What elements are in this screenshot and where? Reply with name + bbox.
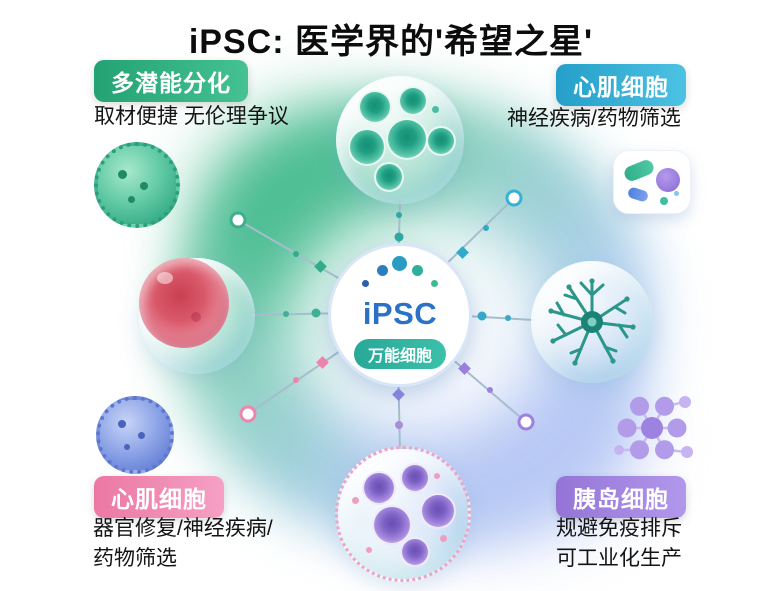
blue-organelle-dot xyxy=(674,191,679,196)
pink-speck xyxy=(366,547,372,553)
ipsc-hub-circle: iPSC 万能细胞 xyxy=(328,243,472,387)
desc-line-1: 器官修复/神经疾病/ xyxy=(93,517,273,540)
red-blood-cell-icon xyxy=(139,258,255,374)
spiky-blue-cell-icon xyxy=(96,396,174,474)
purple-cell xyxy=(400,537,430,567)
badge-cardiomyocyte-bottom: 心肌细胞 xyxy=(94,476,224,518)
teal-cell xyxy=(374,162,404,192)
cell-texture-dot xyxy=(128,196,135,203)
molecule-atoms xyxy=(614,396,693,460)
teal-cell xyxy=(358,90,392,124)
connector-end-rings xyxy=(229,189,535,431)
desc-islet-cell: 规避免疫排斥 可工业化生产 xyxy=(556,514,682,574)
badge-islet-cell: 胰岛细胞 xyxy=(556,476,686,518)
cell-texture-dot xyxy=(191,312,201,322)
purple-organelle xyxy=(656,168,680,192)
neuron-icon xyxy=(531,261,653,383)
red-cell-body xyxy=(139,258,229,348)
hub-arc-dot xyxy=(392,256,407,271)
hub-arc-dot xyxy=(377,265,388,276)
purple-cell xyxy=(362,471,396,505)
purple-cell xyxy=(372,505,412,545)
cell-texture-dot xyxy=(124,444,130,450)
purple-cell xyxy=(400,463,430,493)
teal-organelle-dot xyxy=(660,197,668,205)
molecule-cluster-icon xyxy=(614,396,693,460)
teal-speck xyxy=(432,106,439,113)
stem-cell-cluster-icon xyxy=(336,76,464,204)
pink-speck xyxy=(434,473,440,479)
spiky-green-cell-icon xyxy=(94,142,180,228)
cell-texture-dot xyxy=(138,432,145,439)
hub-subtitle-pill: 万能细胞 xyxy=(353,339,447,369)
badge-cardiomyocyte-top: 心肌细胞 xyxy=(556,64,686,106)
green-organelle xyxy=(622,157,656,184)
desc-pluripotent-differentiation: 取材便捷 无伦理争议 xyxy=(94,105,289,128)
cell-texture-dot xyxy=(118,170,127,179)
desc-cardiomyocyte-bottom: 器官修复/神经疾病/ 药物筛选 xyxy=(93,514,273,574)
purple-cell xyxy=(420,493,456,529)
purple-cell-cluster-icon xyxy=(335,446,471,582)
teal-cell xyxy=(426,126,456,156)
teal-cell xyxy=(398,86,428,116)
cell-highlight xyxy=(157,272,173,284)
hub-arc-dot xyxy=(412,265,423,276)
hub-title: iPSC xyxy=(362,296,438,331)
pink-speck xyxy=(352,497,359,504)
desc-cardiomyocyte-top: 神经疾病/药物筛选 xyxy=(507,107,681,130)
desc-line-2: 药物筛选 xyxy=(93,547,177,570)
cell-texture-dot xyxy=(140,182,148,190)
blue-organelle xyxy=(626,186,650,203)
badge-pluripotent-differentiation: 多潜能分化 xyxy=(94,60,248,102)
teal-cell xyxy=(348,128,386,166)
pink-speck xyxy=(440,535,447,542)
neuron-drawing xyxy=(548,278,636,366)
cell-texture-dot xyxy=(118,420,126,428)
page-title: iPSC: 医学界的'希望之星' xyxy=(188,23,594,61)
desc-line-2: 可工业化生产 xyxy=(556,547,682,570)
hub-arc-dot xyxy=(362,280,369,287)
hub-arc-dot xyxy=(431,280,438,287)
organelle-card-icon xyxy=(613,150,691,214)
desc-line-1: 规避免疫排斥 xyxy=(556,517,682,540)
teal-cell xyxy=(386,118,428,160)
connector-node-dots xyxy=(283,212,511,429)
